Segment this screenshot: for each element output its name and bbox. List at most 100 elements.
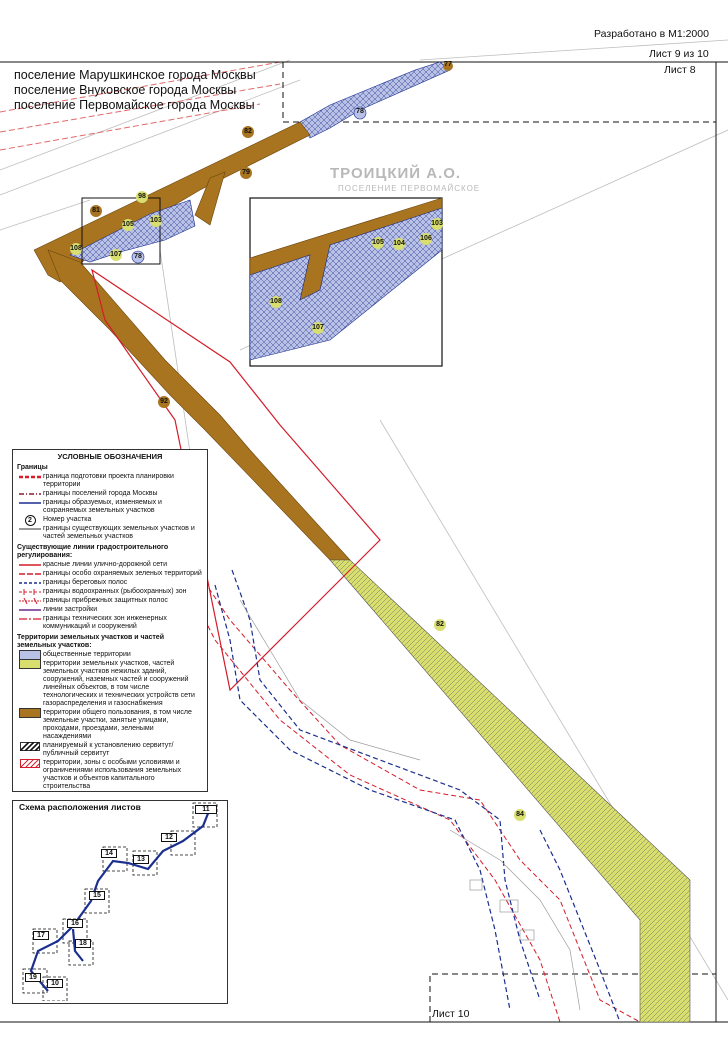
legend-row: границы особо охраняемых зеленых террито… — [17, 570, 203, 578]
scheme-sheet-label: 18 — [75, 939, 91, 948]
inset-source-frame — [81, 197, 161, 265]
inset-105-label: 105 — [372, 239, 384, 246]
parcel-77-label: 77 — [444, 61, 452, 68]
settlement-3: поселение Первомайское города Москвы — [14, 98, 255, 112]
common-use-swatch-icon — [17, 708, 43, 718]
sheet-8-label: Лист 8 — [664, 64, 696, 76]
water-zone-1 — [231, 569, 541, 1001]
zoom-inset — [249, 197, 443, 367]
settlement-2: поселение Внуковское города Москвы — [14, 83, 237, 97]
page-frame — [0, 61, 728, 1023]
inset-107-label: 107 — [312, 324, 324, 331]
water-zone-3 — [539, 829, 621, 1023]
legend-title: УСЛОВНЫЕ ОБОЗНАЧЕНИЯ — [57, 452, 163, 461]
red-lines-south-2 — [189, 589, 561, 1023]
developed-label: Разработано в М1:2000 — [594, 28, 709, 40]
scheme-diagram — [22, 802, 218, 1001]
new-parcel-strip — [329, 559, 691, 1023]
legend-row: территории земельных участков, частей зе… — [17, 659, 203, 708]
legend-row: границы поселений города Москвы — [17, 490, 203, 498]
project-boundary — [91, 268, 381, 692]
legend-row: границы существующих земельных участков … — [17, 525, 203, 541]
legend-row: границы водоохранных (рыбоохранных) зон — [17, 588, 203, 596]
scheme-sheet-label: 14 — [101, 849, 117, 858]
parcel-border-icon — [17, 499, 43, 507]
sheet-number: Лист 9 из 10 — [649, 48, 709, 60]
sheet-layout-scheme: Схема расположения листов 11 12 13 14 15… — [12, 800, 228, 1004]
legend-row: границы прибрежных защитных полос — [17, 597, 203, 605]
settlement-border-icon — [17, 490, 43, 498]
parcel-number-icon: 2 — [17, 514, 43, 526]
public-territory-swatch-icon — [17, 650, 43, 660]
legend-row: общественные территории — [17, 650, 203, 660]
parcel-108-label: 108 — [70, 245, 82, 252]
settlement-list: поселение Марушкинское города Москвы пос… — [14, 68, 256, 113]
parcel-84-label: 84 — [516, 811, 524, 818]
inset-103-label: 103 — [431, 220, 443, 227]
settlement-1: поселение Марушкинское города Москвы — [14, 68, 256, 82]
legend-row: границы технических зон инженерных комму… — [17, 615, 203, 631]
servitude-swatch-icon — [17, 741, 43, 751]
terrain-details — [239, 599, 581, 1011]
red-line-icon — [17, 561, 43, 569]
legend-row: границы образуемых, изменяемых и сохраня… — [17, 499, 203, 515]
parcel-107-label: 107 — [110, 251, 122, 258]
public-area-top — [299, 61, 451, 139]
legend-row: границы береговых полос — [17, 579, 203, 587]
scheme-sheet-label: 19 — [25, 973, 41, 982]
green-zone-line-icon — [17, 570, 43, 578]
shore-line-icon — [17, 579, 43, 587]
sheet-8-frame — [282, 62, 716, 123]
parcel-105-label: 105 — [122, 221, 134, 228]
scheme-sheet-label: 17 — [33, 931, 49, 940]
parcel-78-label: 78 — [356, 108, 364, 115]
building-line-icon — [17, 606, 43, 614]
water-zone-2 — [214, 584, 511, 1011]
parcel-82-label: 82 — [244, 128, 252, 135]
scheme-sheet-label: 10 — [47, 979, 63, 988]
inset-108-label: 108 — [270, 298, 282, 305]
scheme-sheet-label: 11 — [195, 805, 217, 814]
sheet-10-label: Лист 10 — [432, 1008, 470, 1020]
boundary-symbol-icon — [17, 473, 43, 481]
scheme-sheet-label: 16 — [67, 919, 83, 928]
legend-row: 2 Номер участка — [17, 514, 203, 526]
legend-row: граница подготовки проекта планировки те… — [17, 473, 203, 489]
legend-panel: УСЛОВНЫЕ ОБОЗНАЧЕНИЯ Границы граница под… — [12, 449, 208, 792]
parcel-markers — [70, 61, 526, 821]
scheme-sheet-label: 15 — [89, 891, 105, 900]
legend-row: территории, зоны с особыми условиями и о… — [17, 758, 203, 791]
legend-row: красные линии улично-дорожной сети — [17, 561, 203, 569]
area-name: ТРОИЦКИЙ А.О. — [330, 165, 462, 182]
public-parcels-lower — [69, 199, 196, 263]
scheme-sheet-label: 13 — [133, 855, 149, 864]
red-lines-south — [199, 574, 641, 1023]
parcel-103-label: 103 — [150, 217, 162, 224]
parcel-81-label: 81 — [92, 207, 100, 214]
scheme-title: Схема расположения листов — [19, 802, 141, 812]
tech-zone-icon — [17, 615, 43, 623]
nonresidential-swatch-icon — [17, 659, 43, 669]
inset-104-label: 104 — [393, 240, 405, 247]
parcel-92-label: 92 — [160, 398, 168, 405]
legend-row: планируемый к установлению сервитут/ пуб… — [17, 741, 203, 758]
parcel-82b-label: 82 — [436, 621, 444, 628]
restricted-zone-swatch-icon — [17, 758, 43, 768]
existing-parcel-icon — [17, 525, 43, 533]
legend-row: территории общего пользования, в том чис… — [17, 708, 203, 741]
legend-section-regulation: Существующие линии градостроительного ре… — [17, 544, 169, 559]
inset-106-label: 106 — [420, 235, 432, 242]
parcel-78b-label: 78 — [134, 253, 142, 260]
parcel-79-label: 79 — [242, 169, 250, 176]
legend-row: линии застройки — [17, 606, 203, 614]
water-zone-icon — [17, 588, 43, 596]
legend-section-territories: Территории земельных участков и частей з… — [17, 634, 164, 649]
coastal-strip-icon — [17, 597, 43, 605]
scheme-sheet-label: 12 — [161, 833, 177, 842]
sheet-10-frame — [429, 973, 716, 1022]
area-subname: ПОСЕЛЕНИЕ ПЕРВОМАЙСКОЕ — [338, 184, 481, 193]
road-spur-1 — [194, 171, 226, 226]
railway-lines — [0, 61, 281, 151]
legend-section-borders: Границы — [17, 464, 48, 471]
